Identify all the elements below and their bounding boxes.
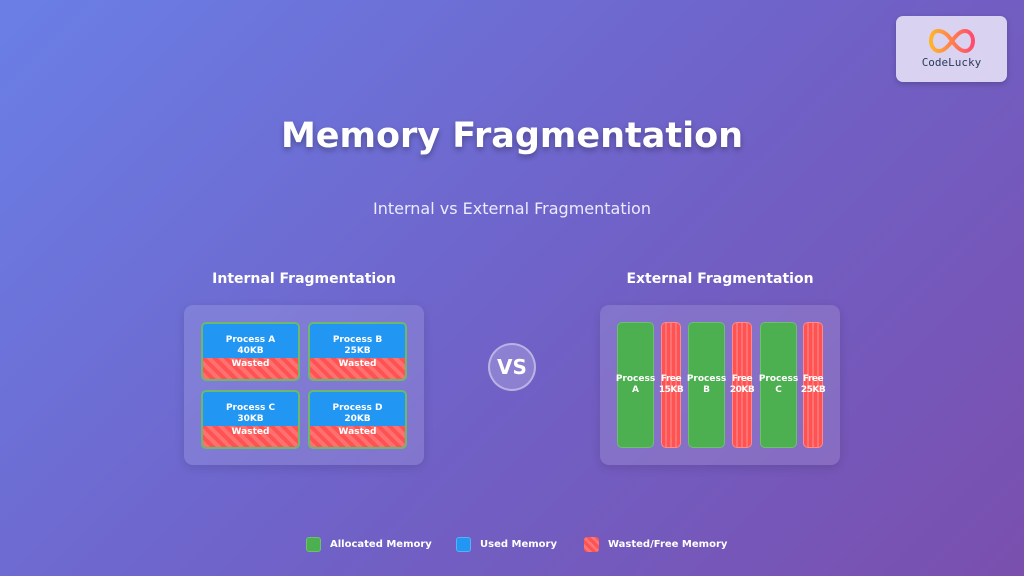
legend-used: Used Memory (456, 537, 557, 552)
process-size: 30KB (237, 414, 264, 424)
internal-heading: Internal Fragmentation (212, 271, 396, 287)
process-name: Process C (225, 403, 276, 413)
blue-swatch-icon (456, 537, 471, 552)
vs-badge: VS (488, 343, 536, 391)
legend-wasted: Wasted/Free Memory (584, 537, 727, 552)
process-name: Process A (225, 335, 276, 345)
external-heading: External Fragmentation (626, 271, 814, 287)
striped-red-swatch-icon (584, 537, 599, 552)
page-title: Memory Fragmentation (280, 116, 744, 156)
process-size: 20KB (344, 414, 371, 424)
wasted-label: Wasted (203, 358, 298, 379)
wasted-label: Wasted (310, 358, 405, 379)
page-subtitle: Internal vs External Fragmentation (373, 199, 651, 218)
wasted-label: Wasted (310, 426, 405, 447)
wasted-label: Wasted (203, 426, 298, 447)
process-size: 25KB (344, 346, 371, 356)
infinity-logo-icon (929, 29, 975, 53)
legend-allocated: Allocated Memory (306, 537, 432, 552)
process-size: 40KB (237, 346, 264, 356)
green-swatch-icon (306, 537, 321, 552)
logo-text: CodeLucky (921, 56, 982, 69)
process-name: Process D (332, 403, 383, 413)
process-name: Process B (332, 335, 383, 345)
codelucky-logo: CodeLucky (896, 16, 1007, 82)
